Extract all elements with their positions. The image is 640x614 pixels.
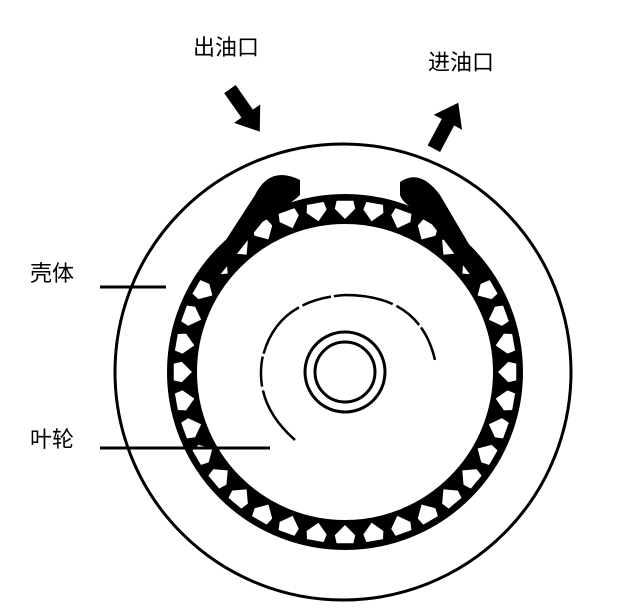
inlet-arrow-icon: [427, 102, 463, 153]
impeller-pocket: [440, 487, 464, 511]
impeller-pocket: [361, 520, 385, 544]
impeller-pocket: [389, 513, 414, 538]
impeller-pocket: [486, 416, 511, 441]
impeller-pocket: [460, 467, 484, 491]
impeller-pocket: [206, 467, 230, 491]
impeller-pocket: [495, 360, 518, 384]
impeller-pocket: [179, 303, 204, 328]
impeller-pocket: [276, 513, 301, 538]
impeller-pocket: [226, 487, 250, 511]
impeller-pocket: [305, 520, 329, 544]
impeller-pocket: [173, 332, 197, 356]
impeller-pocket: [250, 217, 274, 242]
impeller-pocket: [173, 388, 197, 412]
impeller-pocket: [389, 206, 414, 231]
impeller-pocket: [172, 360, 195, 384]
impeller-pocket: [475, 443, 500, 467]
shaft-hub-outer: [303, 330, 387, 414]
outlet-port-shadow: [200, 175, 300, 285]
impeller-pocket: [333, 199, 357, 222]
flow-spiral: [259, 293, 437, 441]
inlet-label: 进油口: [428, 51, 495, 76]
housing-label: 壳体: [30, 262, 75, 287]
impeller-pocket: [361, 200, 385, 224]
housing-outer-circle: [113, 142, 573, 602]
outlet-label: 出油口: [193, 36, 260, 61]
impeller-pocket: [493, 332, 517, 356]
impeller-pocket: [179, 416, 204, 441]
outlet-arrow-icon: [224, 85, 261, 132]
impeller-pocket: [250, 502, 274, 527]
impeller-pocket: [190, 277, 215, 301]
impeller-pocket: [276, 206, 301, 231]
impeller-pocket: [416, 502, 440, 527]
impeller-ring: [167, 194, 523, 550]
inlet-port-shadow: [400, 177, 490, 285]
impeller-pocket: [305, 200, 329, 224]
shaft-hub-inner: [313, 340, 377, 404]
impeller-label: 叶轮: [30, 428, 75, 453]
impeller-pocket: [333, 522, 357, 545]
impeller-pocket: [486, 303, 511, 328]
impeller-pocket: [493, 388, 517, 412]
